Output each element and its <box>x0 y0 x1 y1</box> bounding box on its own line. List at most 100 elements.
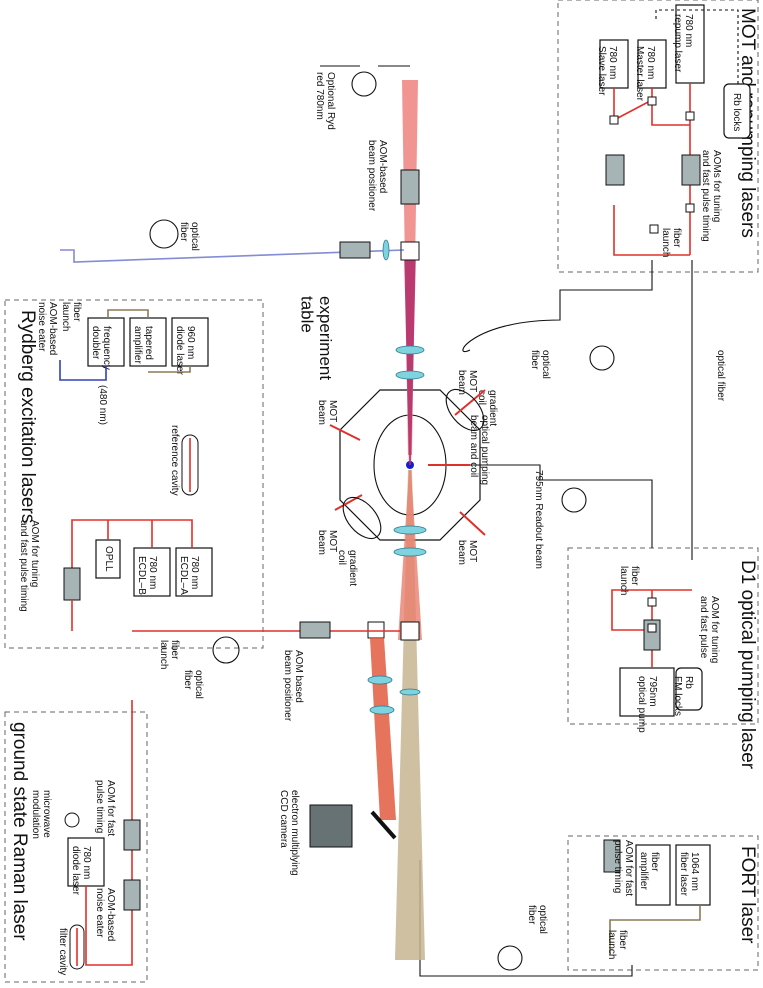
fiber-amp-box <box>635 844 671 906</box>
raman-noise-eater-label: AOM-basednoise eater <box>94 888 116 941</box>
mot-beam-label-3: MOTbeam <box>316 530 338 555</box>
text-line: beam positioner <box>282 650 293 722</box>
text-line: noise eater <box>36 302 47 352</box>
mot-section-border <box>557 0 759 273</box>
text-line: fiber <box>71 302 82 322</box>
text-line: 960 nm <box>185 326 196 359</box>
camera-lens-1 <box>367 675 393 685</box>
doubler-box <box>87 317 125 367</box>
d1-fiber-launch-label: fiberlaunch <box>618 566 640 595</box>
mot-aom-2 <box>681 154 701 186</box>
ryd-fiber-launch-label: fiberlaunch <box>60 302 82 331</box>
text-line: beam <box>316 530 327 555</box>
text-line: AOMs for tuning <box>711 150 722 222</box>
blue-fiber-coil <box>149 219 179 249</box>
optical-pump-box <box>619 667 675 717</box>
fort-aom <box>603 839 621 873</box>
text-line: gradient <box>347 550 358 586</box>
d1-beamsplitter-2 <box>647 623 657 633</box>
opll-box <box>95 539 121 579</box>
text-line: launch <box>606 930 617 959</box>
gradient-coil-label-1: gradientcoil <box>476 390 498 426</box>
text-line: AOM for fast <box>105 780 116 836</box>
text-line: diode laser <box>70 846 81 896</box>
text-line: amplifier <box>638 852 649 890</box>
fort-section-border <box>567 835 759 971</box>
fort-fiber <box>419 860 633 977</box>
bottom-beamsplitter <box>400 621 420 641</box>
text-line: AOM for tuning <box>29 520 40 587</box>
lock-feedback-line <box>655 9 739 84</box>
gradient-coil-2 <box>342 496 382 540</box>
text-line: AOM-based <box>47 302 58 355</box>
text-line: fiber <box>178 222 189 242</box>
aom-positioner-top-label: AOM-basedbeam positioner <box>366 140 388 212</box>
text-line: diode laser <box>174 326 185 376</box>
text-line: and fast pulse timing <box>18 520 29 612</box>
fort-beam-path <box>609 905 701 955</box>
aom-beam-positioner-bottom <box>299 621 331 639</box>
text-line: Master laser <box>634 46 645 102</box>
text-line: 780 nm <box>607 46 618 79</box>
repump-laser-box <box>675 4 705 84</box>
mot-beamsplitter-2 <box>685 111 695 121</box>
ref-cavity-label: reference cavity <box>169 425 180 496</box>
ryd-aom-label: AOM for tuningand fast pulse timing <box>18 520 40 612</box>
mot-beam-label-4: MOTbeam <box>456 540 478 565</box>
slave-laser-label: 780 nmSlave laser <box>596 46 618 96</box>
text-line: AOM-based <box>377 140 388 193</box>
raman-diode-box <box>67 837 105 887</box>
top-beamsplitter <box>400 241 420 261</box>
d1-aom-label: AOM for tuningand fast pulse <box>698 596 720 663</box>
text-line: pulse timing <box>612 840 623 893</box>
text-line: MOT <box>327 530 338 552</box>
text-line: optical <box>540 350 551 379</box>
text-line: launch <box>60 302 71 331</box>
master-laser-box <box>637 39 667 89</box>
camera-beam <box>370 638 396 820</box>
raman-aom-label: AOM for fastpulse timing <box>94 780 116 836</box>
lens-bottom-3 <box>399 688 421 696</box>
text-line: 780 nm <box>645 46 656 79</box>
camera-mirror <box>370 810 397 840</box>
optical-fiber-coil-top <box>589 345 615 371</box>
text-line: doubler <box>90 326 101 360</box>
lens-top-2 <box>395 370 425 380</box>
tapered-amp-box <box>129 317 167 367</box>
fort-fiber-launch-label: fiberlaunch <box>606 930 628 959</box>
microwave-label: microwavemodulation <box>30 790 52 839</box>
blue-optical-fiber-label: opticalfiber <box>178 222 200 251</box>
text-line: beam <box>316 400 327 425</box>
opll-label: OPLL <box>103 546 114 572</box>
text-line: Optional Ryd <box>325 72 336 130</box>
optical-pump-label: 795nmoptical pump <box>636 676 658 733</box>
text-line: fiber <box>526 905 537 925</box>
mot-arrow-1 <box>454 389 486 416</box>
text-line: modulation <box>30 790 41 839</box>
rydberg-section-border <box>4 299 264 649</box>
fort-beam-bottom <box>395 470 425 960</box>
readout-fiber <box>470 464 653 548</box>
fiber-laser-box <box>675 844 711 906</box>
text-line: fiber <box>617 930 628 950</box>
text-line: 1064 nm <box>689 852 700 891</box>
text-line: repump laser <box>672 14 683 73</box>
blue-aom-positioner <box>339 241 371 259</box>
raman-diode-label: 780 nmdiode laser <box>70 846 92 896</box>
mot-arrow-3 <box>334 494 363 511</box>
text-line: MOT <box>327 400 338 422</box>
bottom-fiber-coil <box>212 636 240 664</box>
text-line: CCD camera <box>278 790 289 848</box>
mot-beamsplitter-1 <box>647 96 657 106</box>
fiber-amp-label: fiberamplifier <box>638 852 660 890</box>
ecdl-b-label: 780 nmECDL–B <box>136 556 158 595</box>
text-line: AOM for tuning <box>709 596 720 663</box>
optical-fiber-left-label: opticalfiber <box>529 350 551 379</box>
text-line: and fast pulse timing <box>700 150 711 242</box>
text-line: optical pumping <box>479 415 490 485</box>
nm480-label: (480 nm) <box>97 385 108 425</box>
op-beam-label: optical pumpingbeam and coil <box>468 415 490 485</box>
text-line: launch <box>618 566 629 595</box>
text-line: and fast pulse <box>698 596 709 659</box>
repump-laser-label: 780 nmrepump laser <box>672 14 694 73</box>
